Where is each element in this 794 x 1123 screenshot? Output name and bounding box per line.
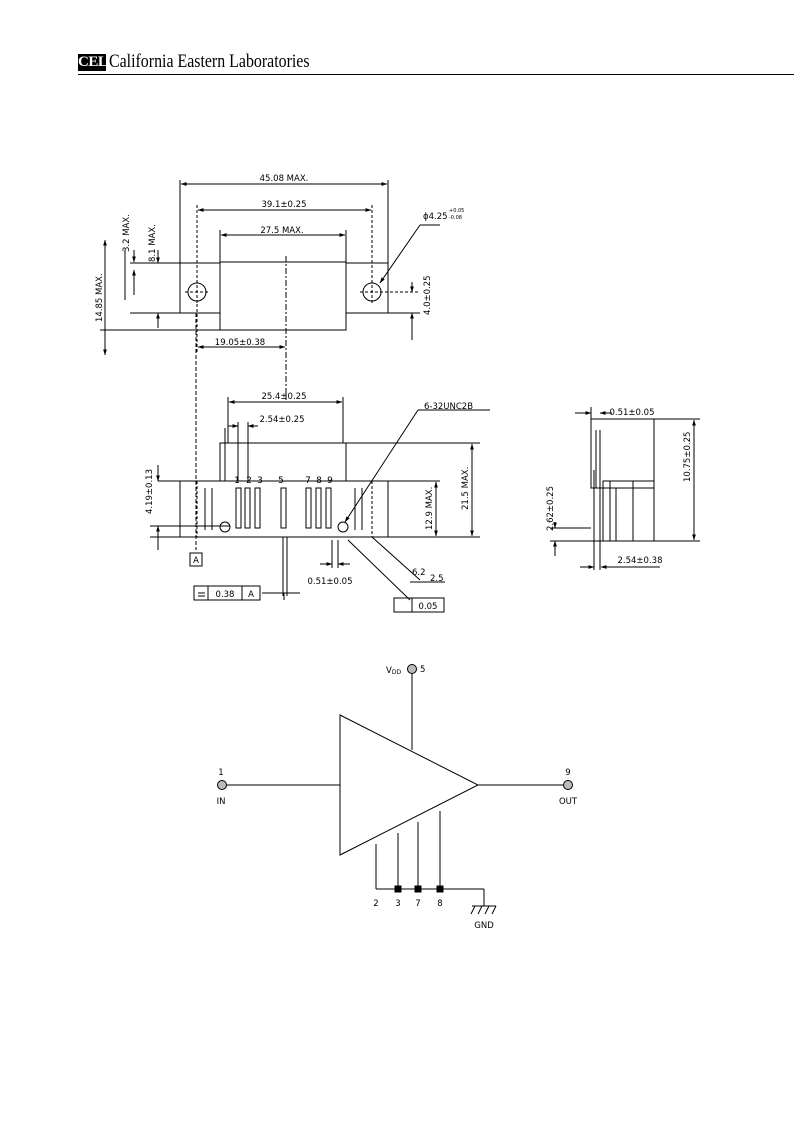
side-base bbox=[602, 480, 655, 542]
side-dim-pitch: 2.54±0.38 bbox=[618, 556, 663, 566]
vdd-label: VDD bbox=[386, 666, 401, 676]
gnd-pin-2: 2 bbox=[373, 899, 378, 909]
dim-body-width: 27.5 MAX. bbox=[260, 226, 303, 236]
pin-label-2: 2 bbox=[246, 476, 252, 486]
side-dim-offset: 2.62±0.25 bbox=[546, 486, 556, 531]
dim-center-offset: 19.05±0.38 bbox=[215, 338, 265, 348]
dim-thread: 6-32UNC2B bbox=[424, 402, 473, 412]
gnd-label: GND bbox=[474, 921, 494, 931]
company-name: California Eastern Laboratories bbox=[109, 52, 310, 72]
dim-hole-offset: 4.0±0.25 bbox=[423, 275, 433, 315]
front-base bbox=[179, 480, 389, 538]
pin-label-1: 1 bbox=[234, 476, 240, 486]
dim-flange-thickness: 4.19±0.13 bbox=[145, 469, 155, 514]
pin-label-9: 9 bbox=[327, 476, 333, 486]
node-8 bbox=[436, 885, 444, 893]
flatness-value: 0.38 bbox=[216, 590, 235, 600]
in-terminal bbox=[217, 780, 227, 790]
side-cover bbox=[590, 418, 655, 489]
dim-hole-tol-plus: +0.05 bbox=[449, 208, 464, 214]
schematic-terminals bbox=[217, 664, 573, 893]
left-flange bbox=[179, 262, 221, 314]
in-pin-number: 1 bbox=[218, 768, 223, 778]
out-label: OUT bbox=[559, 797, 578, 807]
page-header: CEL California Eastern Laboratories bbox=[78, 52, 794, 76]
position-tolerance: 0.05 bbox=[419, 602, 438, 612]
out-terminal bbox=[563, 780, 573, 790]
schematic bbox=[227, 674, 564, 915]
vdd-pin-number: 5 bbox=[420, 665, 425, 675]
dim-hole-dia: ϕ4.25 bbox=[423, 212, 448, 222]
dim-flange-height: 8.1 MAX. bbox=[148, 224, 158, 262]
left-screw bbox=[219, 521, 231, 533]
pin-label-8: 8 bbox=[316, 476, 322, 486]
in-label: IN bbox=[217, 797, 226, 807]
node-7 bbox=[414, 885, 422, 893]
dim-top-height: 3.2 MAX. bbox=[122, 214, 132, 252]
right-flange bbox=[345, 262, 389, 314]
dim-hole-tol-minus: -0.08 bbox=[449, 215, 462, 221]
cel-logo: CEL bbox=[78, 54, 108, 71]
gnd-pin-7: 7 bbox=[415, 899, 420, 909]
dim-pin-pitch: 2.54±0.25 bbox=[260, 415, 305, 425]
amplifier-triangle bbox=[339, 714, 480, 856]
gnd-pin-3: 3 bbox=[395, 899, 400, 909]
node-3 bbox=[394, 885, 402, 893]
pin-label-7: 7 bbox=[305, 476, 311, 486]
drawing-labels: 45.08 MAX. 39.1±0.25 27.5 MAX. ϕ4.25 +0.… bbox=[95, 174, 693, 931]
side-dim-pin-width: 0.51±0.05 bbox=[610, 408, 655, 418]
side-dim-height: 10.75±0.25 bbox=[683, 432, 693, 482]
dim-overall-height: 14.85 MAX. bbox=[95, 273, 105, 322]
pin-label-3: 3 bbox=[257, 476, 263, 486]
dim-pin-extra: 2.5 bbox=[430, 574, 444, 584]
top-body bbox=[219, 261, 347, 331]
flatness-datum: A bbox=[248, 590, 254, 600]
side-view bbox=[550, 407, 700, 570]
pin-label-5: 5 bbox=[278, 476, 284, 486]
right-screw bbox=[337, 521, 349, 533]
vdd-terminal bbox=[407, 664, 417, 674]
dim-pin-span: 25.4±0.25 bbox=[262, 392, 307, 402]
datum-a: A bbox=[193, 556, 199, 566]
dim-total-height: 21.5 MAX. bbox=[461, 467, 471, 510]
top-view bbox=[100, 180, 440, 390]
dim-pin-length: 6.2 bbox=[412, 568, 426, 578]
gnd-pin-8: 8 bbox=[437, 899, 442, 909]
dim-pin-width: 0.51±0.05 bbox=[308, 577, 353, 587]
front-view bbox=[150, 313, 490, 613]
dim-hole-pitch: 39.1±0.25 bbox=[262, 200, 307, 210]
header-rule bbox=[78, 74, 794, 75]
dim-body-height: 12.9 MAX. bbox=[425, 487, 435, 530]
dim-overall-width: 45.08 MAX. bbox=[260, 174, 309, 184]
out-pin-number: 9 bbox=[565, 768, 570, 778]
